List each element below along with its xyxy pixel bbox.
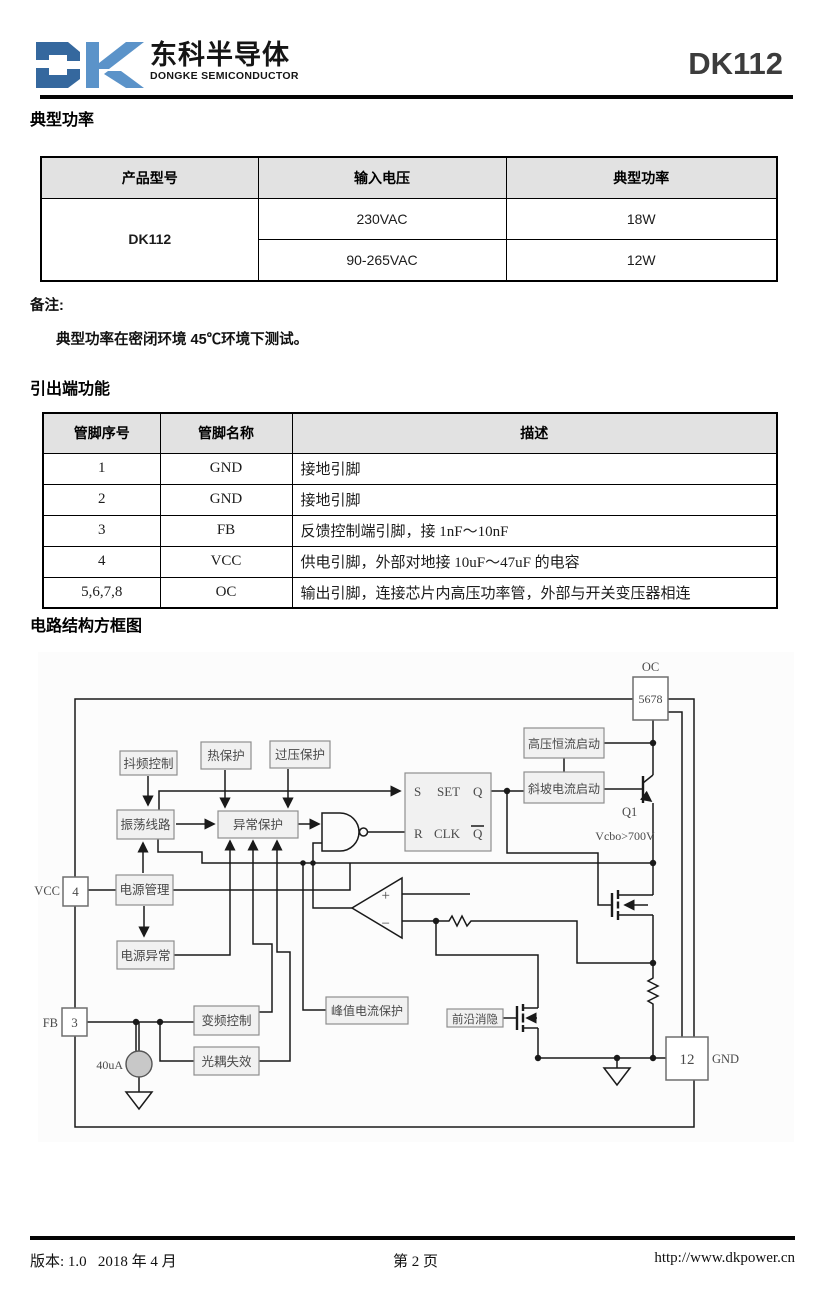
power-col-voltage: 输入电压 <box>257 156 507 199</box>
ground-icon <box>124 1067 632 1111</box>
block-thermal: 热保护 <box>207 749 245 763</box>
typical-power-table: 产品型号 输入电压 典型功率 DK112 230VAC 18W 90-265VA… <box>40 156 778 282</box>
pin-col-name: 管脚名称 <box>159 412 293 454</box>
pin-no: 2 <box>42 483 161 516</box>
oc-label: OC <box>642 660 659 674</box>
brand-name-en: DONGKE SEMICONDUCTOR <box>150 70 299 82</box>
function-blocks: 抖频控制 热保护 过压保护 振荡线路 异常保护 电源管理 电源异常 变频控制 光… <box>115 727 605 1076</box>
dk-logo-icon <box>36 42 144 88</box>
pin5678-number: 5678 <box>639 692 663 706</box>
pin-desc: 接地引脚 <box>291 483 778 516</box>
ic-boundary <box>74 698 695 1128</box>
footer-version: 版本: 1.0 2018 年 4 月 <box>30 1254 177 1270</box>
power-cell-voltage-1: 230VAC <box>257 197 507 240</box>
q1-label: Q1 <box>622 805 637 819</box>
footer-page-number: 第 2 页 <box>392 1254 438 1270</box>
table-row: 2 GND 接地引脚 <box>42 483 778 516</box>
pin-no: 4 <box>42 545 161 578</box>
arrow-wires <box>133 769 402 1073</box>
part-number: DK112 <box>688 46 783 81</box>
power-cell-power-2: 12W <box>505 238 778 282</box>
brand-name-cn: 东科半导体 <box>150 40 290 70</box>
section-typical-power-title: 典型功率 <box>30 112 95 129</box>
pin-no: 5,6,7,8 <box>42 576 161 609</box>
pin-col-number: 管脚序号 <box>42 412 161 454</box>
ff-r: R <box>414 826 423 841</box>
ff-s: S <box>414 784 421 799</box>
circuit-block-diagram: + − <box>34 652 794 1142</box>
pin3-label: FB <box>43 1016 58 1030</box>
pin4-label: VCC <box>34 884 60 898</box>
comparator-icon: + − <box>350 876 403 940</box>
pin3-number: 3 <box>71 1015 78 1030</box>
pin-no: 1 <box>42 452 161 485</box>
vcbo-label: Vcbo>700V <box>595 829 655 843</box>
block-power-mgmt: 电源管理 <box>119 882 170 897</box>
ff-qbar: Q <box>473 826 483 841</box>
pin-name: GND <box>159 483 293 516</box>
junction-dots <box>132 739 657 1062</box>
ff-clk: CLK <box>434 826 461 841</box>
block-blanking: 前沿消隐 <box>452 1012 498 1026</box>
pin-desc: 输出引脚，连接芯片内高压功率管，外部与开关变压器相连 <box>291 576 778 609</box>
pin-no: 3 <box>42 514 161 547</box>
power-col-power: 典型功率 <box>505 156 778 199</box>
footer-rule <box>30 1236 795 1240</box>
pin-name: OC <box>159 576 293 609</box>
note-label: 备注: <box>30 298 64 314</box>
block-opto-fail: 光耦失效 <box>201 1054 252 1069</box>
mosfet-main-icon <box>610 890 653 920</box>
misc-labels: Q1 Vcbo>700V 40uA <box>96 805 655 1072</box>
pin-name: FB <box>159 514 293 547</box>
section-block-diagram-title: 电路结构方框图 <box>30 618 143 635</box>
block-oscillator: 振荡线路 <box>120 817 171 832</box>
pin-function-table: 管脚序号 管脚名称 描述 1 GND 接地引脚 2 GND 接地引脚 3 FB … <box>42 412 778 609</box>
pin4-number: 4 <box>72 884 79 899</box>
pin-desc: 供电引脚，外部对地接 10uF～47uF 的电容 <box>291 545 778 578</box>
table-row: 1 GND 接地引脚 <box>42 452 778 485</box>
flipflop-block: S SET Q R CLK Q <box>404 772 492 852</box>
comparator-plus: + <box>382 888 390 904</box>
header-rule <box>40 95 793 99</box>
ff-set: SET <box>437 784 460 799</box>
pin-desc: 反馈控制端引脚，接 1nF～10nF <box>291 514 778 547</box>
note-text: 典型功率在密闭环境 45℃环境下测试。 <box>56 332 309 348</box>
block-ramp-start: 斜坡电流启动 <box>528 782 600 796</box>
power-cell-power-1: 18W <box>505 197 778 240</box>
gnd-label: GND <box>712 1052 739 1066</box>
transistor-q1-icon <box>639 720 654 803</box>
footer: 版本: 1.0 2018 年 4 月 第 2 页 http://www.dkpo… <box>30 1250 795 1271</box>
table-row: DK112 230VAC 18W <box>40 197 778 282</box>
power-cell-voltage-2: 90-265VAC <box>257 238 507 282</box>
pin12-number: 12 <box>680 1052 695 1068</box>
power-col-model: 产品型号 <box>40 156 259 199</box>
current-source-icon <box>125 1050 153 1078</box>
table-row: 90-265VAC 12W <box>41 238 778 282</box>
nand-gate-icon <box>321 812 405 852</box>
section-pin-function-title: 引出端功能 <box>30 381 111 398</box>
current-40ua-label: 40uA <box>96 1058 123 1072</box>
block-peak-current: 峰值电流保护 <box>331 1003 403 1018</box>
table-row: 5,6,7,8 OC 输出引脚，连接芯片内高压功率管，外部与开关变压器相连 <box>42 576 778 609</box>
table-row: 4 VCC 供电引脚，外部对地接 10uF～47uF 的电容 <box>42 545 778 578</box>
pin-name: VCC <box>159 545 293 578</box>
block-jitter: 抖频控制 <box>123 757 173 771</box>
block-hv-start: 高压恒流启动 <box>528 736 600 751</box>
pin-boxes: 4 VCC 3 FB 5678 OC 12 GND <box>34 660 739 1081</box>
block-power-abnormal: 电源异常 <box>120 949 170 963</box>
brand-text: 东科半导体 DONGKE SEMICONDUCTOR <box>150 40 299 82</box>
pin-col-desc: 描述 <box>291 412 778 454</box>
comparator-minus: − <box>382 916 390 932</box>
mosfet-blanking-icon <box>503 1004 538 1032</box>
pin-desc: 接地引脚 <box>291 452 778 485</box>
block-freq-ctrl: 变频控制 <box>201 1013 251 1028</box>
footer-url: http://www.dkpower.cn <box>654 1250 795 1266</box>
block-abnormal: 异常保护 <box>233 818 283 832</box>
table-row: 3 FB 反馈控制端引脚，接 1nF～10nF <box>42 514 778 547</box>
ff-q: Q <box>473 784 483 799</box>
pin-name: GND <box>159 452 293 485</box>
block-ovp: 过压保护 <box>275 748 325 762</box>
power-cell-product: DK112 <box>40 197 259 282</box>
